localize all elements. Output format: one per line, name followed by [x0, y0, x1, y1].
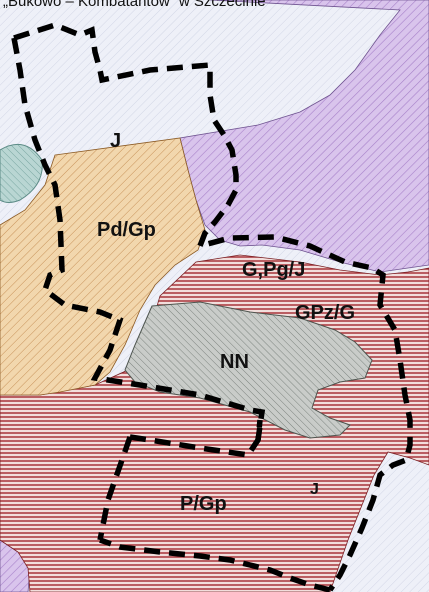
agricultural-area: [0, 137, 206, 396]
zone-label-g-pg-j: G,Pg/J: [242, 259, 305, 281]
plan-boundary-inner-top: [129, 419, 263, 458]
plan-boundary-west: [11, 37, 266, 441]
zone-label-pd-gp: Pd/Gp: [97, 219, 156, 241]
residential-area-lavender: [179, 0, 429, 273]
map-title: „Bukowo – Kombatantów” w Szczecinie: [3, 0, 266, 10]
plan-boundary-inner-left: [97, 436, 133, 541]
residential-area-bottom: [350, 465, 429, 592]
zone-label-gpz-g: GPz/G: [295, 302, 355, 324]
plan-boundary: [11, 22, 413, 592]
plan-boundary-bottom: [99, 537, 331, 592]
plan-boundary-main: [13, 22, 413, 592]
nn-area: [124, 301, 373, 439]
zone-label-j-bottom: J: [310, 481, 319, 498]
water-area: [0, 143, 43, 203]
zone-label-j-top: J: [110, 130, 121, 152]
zone-label-nn: NN: [220, 351, 249, 373]
zone-label-p-gp: P/Gp: [180, 493, 227, 515]
